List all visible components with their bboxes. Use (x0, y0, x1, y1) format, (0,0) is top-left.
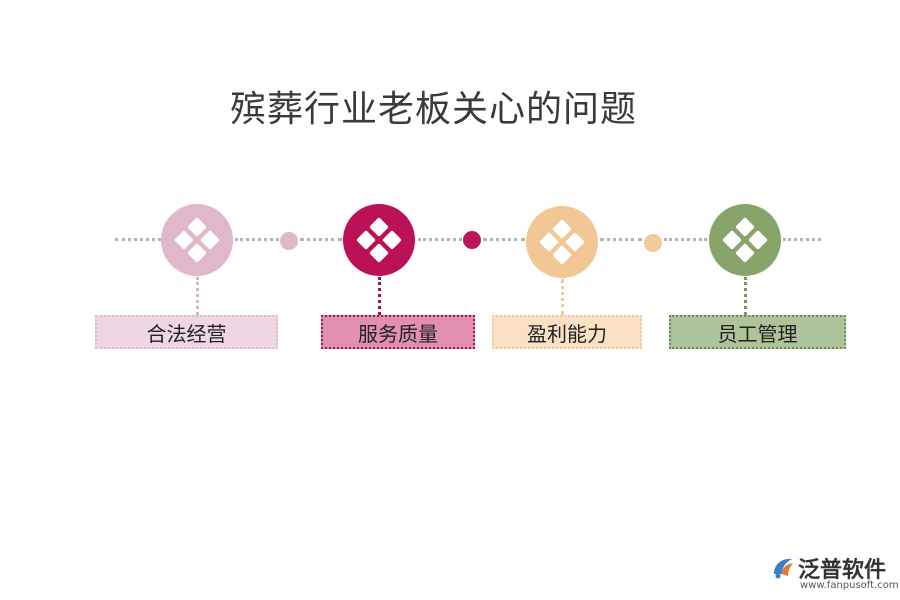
timeline-line-right (783, 238, 821, 241)
item-label: 合法经营 (146, 321, 227, 346)
item-label: 盈利能力 (527, 321, 607, 346)
timeline-line-3b (664, 238, 707, 241)
four-diamonds-icon (356, 217, 402, 263)
timeline-line-2a (418, 238, 462, 241)
connector-dot (644, 234, 662, 252)
connector-dot (280, 232, 298, 250)
item-label: 员工管理 (717, 321, 798, 346)
item-connector-staff (744, 277, 747, 315)
item-label: 服务质量 (358, 321, 438, 346)
connector-dot (463, 231, 481, 249)
item-box-profit: 盈利能力 (492, 315, 642, 349)
page-title: 殡葬行业老板关心的问题 (230, 89, 638, 130)
logo-url: www.fanpusoft.com (800, 580, 899, 591)
item-connector-profit (561, 279, 564, 315)
four-diamonds-icon (174, 217, 220, 263)
logo-name: 泛普软件 (798, 558, 887, 583)
timeline-line-1a (235, 238, 279, 241)
item-box-service: 服务质量 (321, 315, 475, 349)
item-circle-profit (526, 206, 598, 278)
timeline-line-2b (483, 238, 525, 241)
fanpu-logo-icon (774, 558, 793, 579)
item-box-staff: 员工管理 (669, 315, 846, 349)
item-connector-service (378, 277, 381, 315)
four-diamonds-icon (539, 219, 585, 265)
timeline-line-3a (600, 238, 642, 241)
item-box-legal: 合法经营 (95, 315, 278, 349)
item-circle-staff (709, 204, 781, 276)
brand-logo: 泛普软件 www.fanpusoft.com (770, 552, 899, 592)
four-diamonds-icon (722, 217, 768, 263)
item-connector-legal (196, 277, 199, 315)
item-circle-service (343, 204, 415, 276)
timeline-line-left (115, 238, 161, 241)
timeline-line-1b (300, 238, 342, 241)
item-circle-legal (161, 204, 233, 276)
